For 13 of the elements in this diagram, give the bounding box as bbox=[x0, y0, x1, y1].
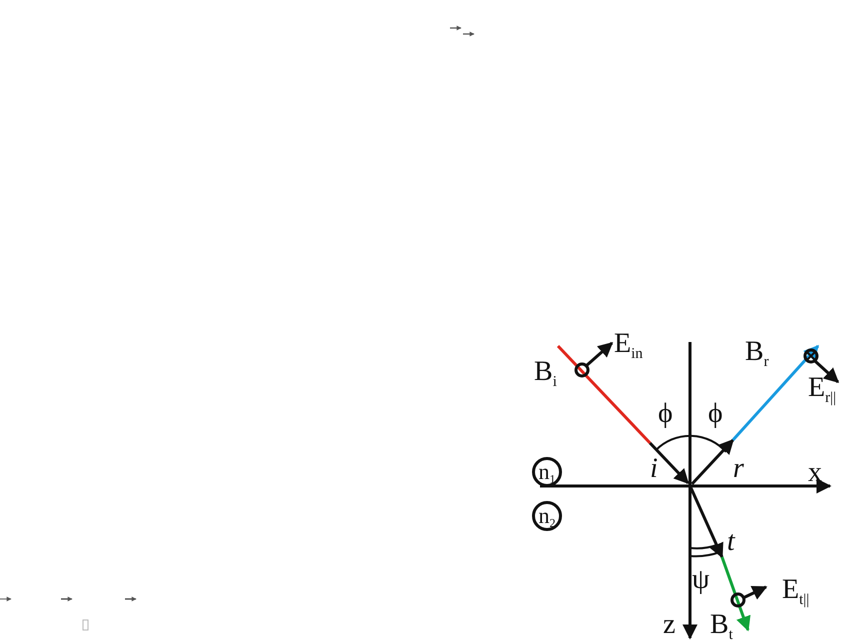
math-label: ϕ bbox=[708, 400, 723, 428]
math-label: t bbox=[727, 528, 735, 556]
math-label: z bbox=[663, 611, 676, 639]
math-label: B$_{t}$ bbox=[710, 611, 733, 643]
math-label: E$_{in}$ bbox=[614, 330, 643, 362]
math-label: r bbox=[733, 455, 744, 483]
math-label: B$_{i}$ bbox=[534, 358, 557, 390]
math-label: i bbox=[650, 455, 658, 483]
math-label: B$_{r}$ bbox=[745, 338, 769, 370]
math-label: E$_{r||}$ bbox=[808, 374, 836, 406]
math-label: ϕ bbox=[658, 400, 673, 428]
math-label: ψ bbox=[692, 566, 710, 594]
math-label: E$_{t||}$ bbox=[782, 576, 810, 608]
